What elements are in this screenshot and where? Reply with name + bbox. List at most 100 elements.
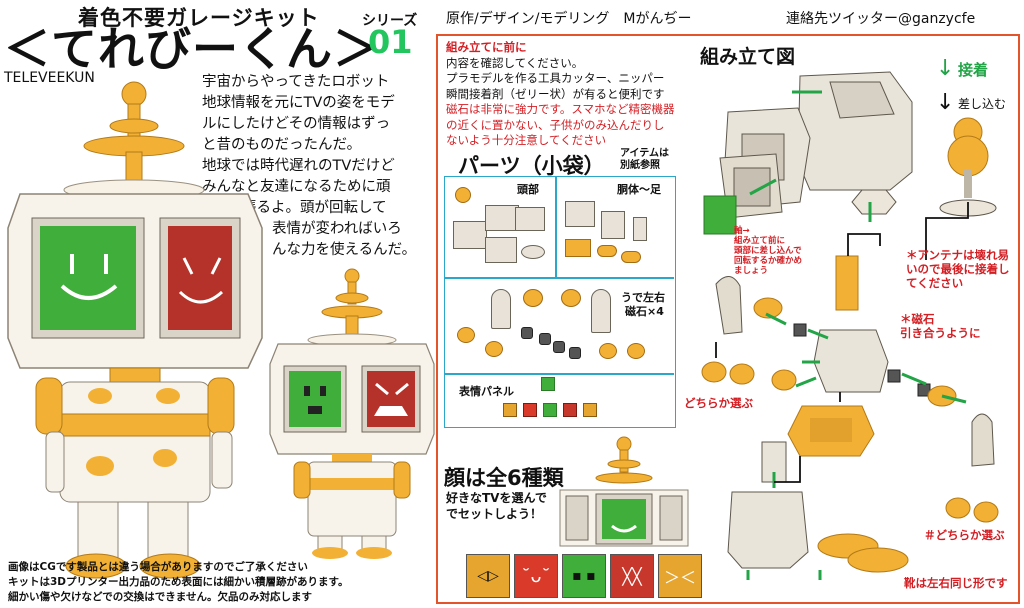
magnet-note-line: 引き合うように: [900, 326, 981, 340]
notice-line: 内容を確認してください。: [446, 55, 584, 70]
assembly-title: 組み立て図: [700, 46, 796, 68]
story-line: 宇宙からやってきたロボット: [202, 74, 390, 90]
faces-subtitle-line: 好きなTVを選んで: [446, 491, 547, 505]
face-panel-part: [541, 377, 555, 391]
foot-part: [621, 251, 641, 263]
faces-subtitle-line: でセットしよう！: [446, 507, 543, 521]
assembly-notice: 組み立てに前に 内容を確認してください。 プラモデルを作る工具カッター、ニッパー…: [446, 40, 726, 149]
kit-kicker: 着色不要ガレージキット: [78, 6, 320, 30]
disclaimer-line: キットは3Dプリンター出力品のため表面には細かい積層跡があります。: [8, 576, 349, 588]
robot-render-small: [269, 268, 435, 559]
face-swatch: ˘ᴗ˘: [514, 554, 558, 598]
hand-part: [457, 327, 475, 343]
notice-heading: 組み立てに前に: [446, 40, 527, 54]
face-swatch-fill: ╳╳: [622, 566, 642, 586]
arm-parts-label: うで左右: [621, 291, 665, 304]
torso-part: [601, 211, 625, 239]
axis-note-line: 回転するか確かめ: [734, 256, 803, 266]
story-line: 張るよ。頭が回転して: [242, 200, 387, 216]
head-part: [453, 221, 487, 249]
parts-title: パーツ（小袋）: [458, 154, 605, 178]
disclaimer: 画像はCGです製品とは違う場合がありますのでご了承ください キットは3Dプリンタ…: [8, 560, 348, 605]
faces-subtitle: 好きなTVを選んで でセットしよう！: [446, 490, 547, 522]
face-panel-part: [583, 403, 597, 417]
head-parts-label: 頭部: [517, 183, 539, 196]
waist-part: [565, 239, 591, 257]
antenna-part: [455, 187, 471, 203]
panel-parts-label: 表情パネル: [459, 385, 514, 398]
magnet-note: ＊磁石 引き合うように: [900, 312, 981, 340]
parts-divider: [445, 277, 674, 279]
story-line: 表情が変わればいろ: [272, 221, 402, 237]
face-panel-part: [543, 403, 557, 417]
arm-parts-label: 磁石×4: [625, 305, 664, 318]
face-swatch: ＞＜: [658, 554, 702, 598]
head-part: [485, 205, 519, 231]
hand-part: [599, 343, 617, 359]
magnet-part: [539, 333, 551, 345]
axis-note-line: ましょう: [734, 266, 769, 276]
face-swatch-fill: ˘ᴗ˘: [521, 565, 551, 587]
shoulder-part: [523, 289, 543, 307]
face-swatch-fill: ◁▷: [477, 568, 499, 584]
magnet-part: [521, 327, 533, 339]
antenna-note-line: てください: [906, 276, 964, 290]
face-swatch-fill: ▪ ▪: [572, 568, 596, 584]
story-line: 地球情報を元にTVの姿をモデ: [202, 95, 395, 111]
face-swatch: ◁▷: [466, 554, 510, 598]
arm-part: [491, 289, 511, 329]
parts-divider: [555, 177, 557, 277]
axis-note-line: 組み立て前に: [734, 236, 786, 246]
face-swatch: ╳╳: [610, 554, 654, 598]
body-parts-label: 胴体〜足: [617, 183, 661, 196]
choose-left-note: どちらか選ぶ: [684, 396, 753, 410]
story-line: んな力を使えるんだ。: [272, 242, 417, 258]
head-part: [515, 207, 545, 231]
arm-part: [591, 289, 611, 333]
notice-warning-line: の近くに置かない、子供がのみ込んだりし: [446, 117, 665, 132]
axis-note: 軸→ 組み立て前に 頭部に差し込んで 回転するか確かめ ましょう: [734, 226, 802, 276]
disclaimer-line: 画像はCGです製品とは違う場合がありますのでご了承ください: [8, 561, 308, 573]
credit-contact: 連絡先ツイッター@ganzycfe: [786, 11, 976, 27]
arrow-legend: ↓ 接着 ↓ 差し込む: [936, 52, 1006, 120]
legend-insert: ↓ 差し込む: [936, 86, 1006, 120]
parts-note-line: 別紙参照: [620, 160, 660, 171]
green-arrow-down-icon: ↓: [936, 56, 955, 81]
robot-render-large: [7, 81, 263, 579]
head-preview: [559, 436, 689, 547]
face-swatch-fill: ＞＜: [663, 568, 696, 587]
axis-note-line: 軸→: [734, 226, 750, 236]
product-title: ＜てれびーくん＞: [4, 22, 380, 76]
shoulder-part: [561, 289, 581, 307]
choose-right-note: ＃どちらか選ぶ: [924, 528, 1005, 542]
black-arrow-down-icon: ↓: [936, 90, 955, 115]
hand-part: [485, 341, 503, 357]
magnet-note-line: ＊磁石: [900, 312, 935, 326]
boots-note: 靴は左右同じ形です: [904, 576, 1008, 590]
roman-name: TELEVEEKUN: [4, 70, 95, 86]
parts-note-line: アイテムは: [620, 148, 669, 159]
notice-line: プラモデルを作る工具カッター、ニッパー: [446, 71, 665, 85]
legend-glue-label: 接着: [958, 60, 989, 79]
legend-insert-label: 差し込む: [958, 96, 1007, 111]
faces-title: 顔は全6種類: [444, 466, 564, 490]
story-line: みんなと友達になるために頑: [202, 179, 391, 195]
antenna-note-line: いので最後に接着し: [906, 262, 1010, 276]
series-label: シリーズ: [362, 13, 418, 29]
foot-part: [597, 245, 617, 257]
assembly-diagram: [701, 71, 999, 580]
head-base-part: [521, 245, 545, 259]
face-panel-part: [523, 403, 537, 417]
instruction-frame: [436, 34, 1020, 604]
disclaimer-line: 細かい傷や欠けなどでの交換はできません。欠品のみ対応します: [8, 591, 312, 603]
notice-warning-line: ないよう十分注意してください: [446, 133, 607, 147]
axis-note-line: 頭部に差し込んで: [734, 246, 802, 256]
story-line: 地球では時代遅れのTVだけど: [202, 158, 395, 174]
notice-line: 瞬間接着剤（ゼリー状）が有ると便利です: [446, 86, 665, 101]
leg-part: [633, 217, 647, 241]
parts-divider: [445, 373, 674, 375]
head-part: [485, 237, 517, 263]
credit-original: 原作/デザイン/モデリング Mがんぢー: [446, 11, 692, 27]
notice-warning-line: 磁石は非常に強力です。スマホなど精密機器: [446, 102, 675, 116]
face-panel-part: [563, 403, 577, 417]
